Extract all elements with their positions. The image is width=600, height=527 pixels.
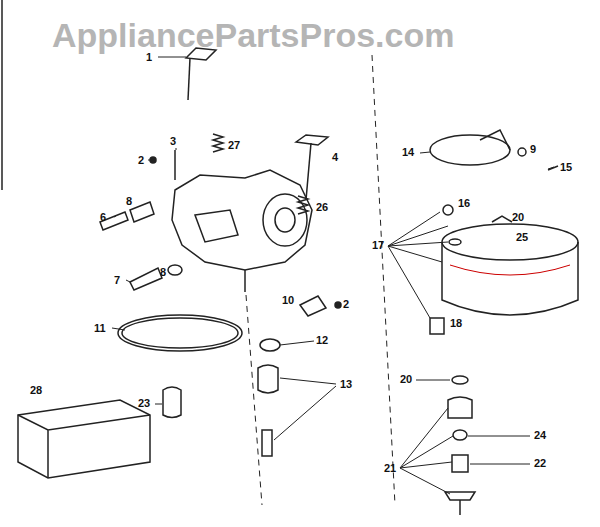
- callout-number: 1: [146, 52, 152, 63]
- callout-number: 27: [228, 140, 240, 151]
- callout-number: 15: [560, 162, 572, 173]
- callout-number: 8: [160, 267, 166, 278]
- callout-number: 6: [100, 212, 106, 223]
- callout-number: 12: [316, 335, 328, 346]
- callout-number: 26: [316, 202, 328, 213]
- callout-number: 4: [332, 152, 338, 163]
- callout-number: 24: [534, 430, 546, 441]
- callout-number: 14: [402, 147, 414, 158]
- callout-number: 16: [458, 198, 470, 209]
- callout-number: 17: [372, 240, 384, 251]
- callout-number: 23: [138, 398, 150, 409]
- callout-number: 18: [450, 318, 462, 329]
- callout-number: 3: [170, 136, 176, 147]
- callout-number: 8: [126, 196, 132, 207]
- callout-number: 7: [114, 275, 120, 286]
- callout-number: 28: [30, 385, 42, 396]
- callout-number: 13: [340, 379, 352, 390]
- callout-number: 20: [400, 374, 412, 385]
- callout-number: 11: [94, 323, 106, 334]
- callout-number: 2: [138, 155, 144, 166]
- callout-number: 9: [530, 144, 536, 155]
- callout-number: 10: [282, 295, 294, 306]
- callout-number: 22: [534, 458, 546, 469]
- callout-number: 20: [512, 212, 524, 223]
- callout-number: 25: [516, 232, 528, 243]
- callout-number: 21: [384, 463, 396, 474]
- watermark: AppliancePartsPros.com: [52, 18, 454, 52]
- callout-number: 2: [343, 299, 349, 310]
